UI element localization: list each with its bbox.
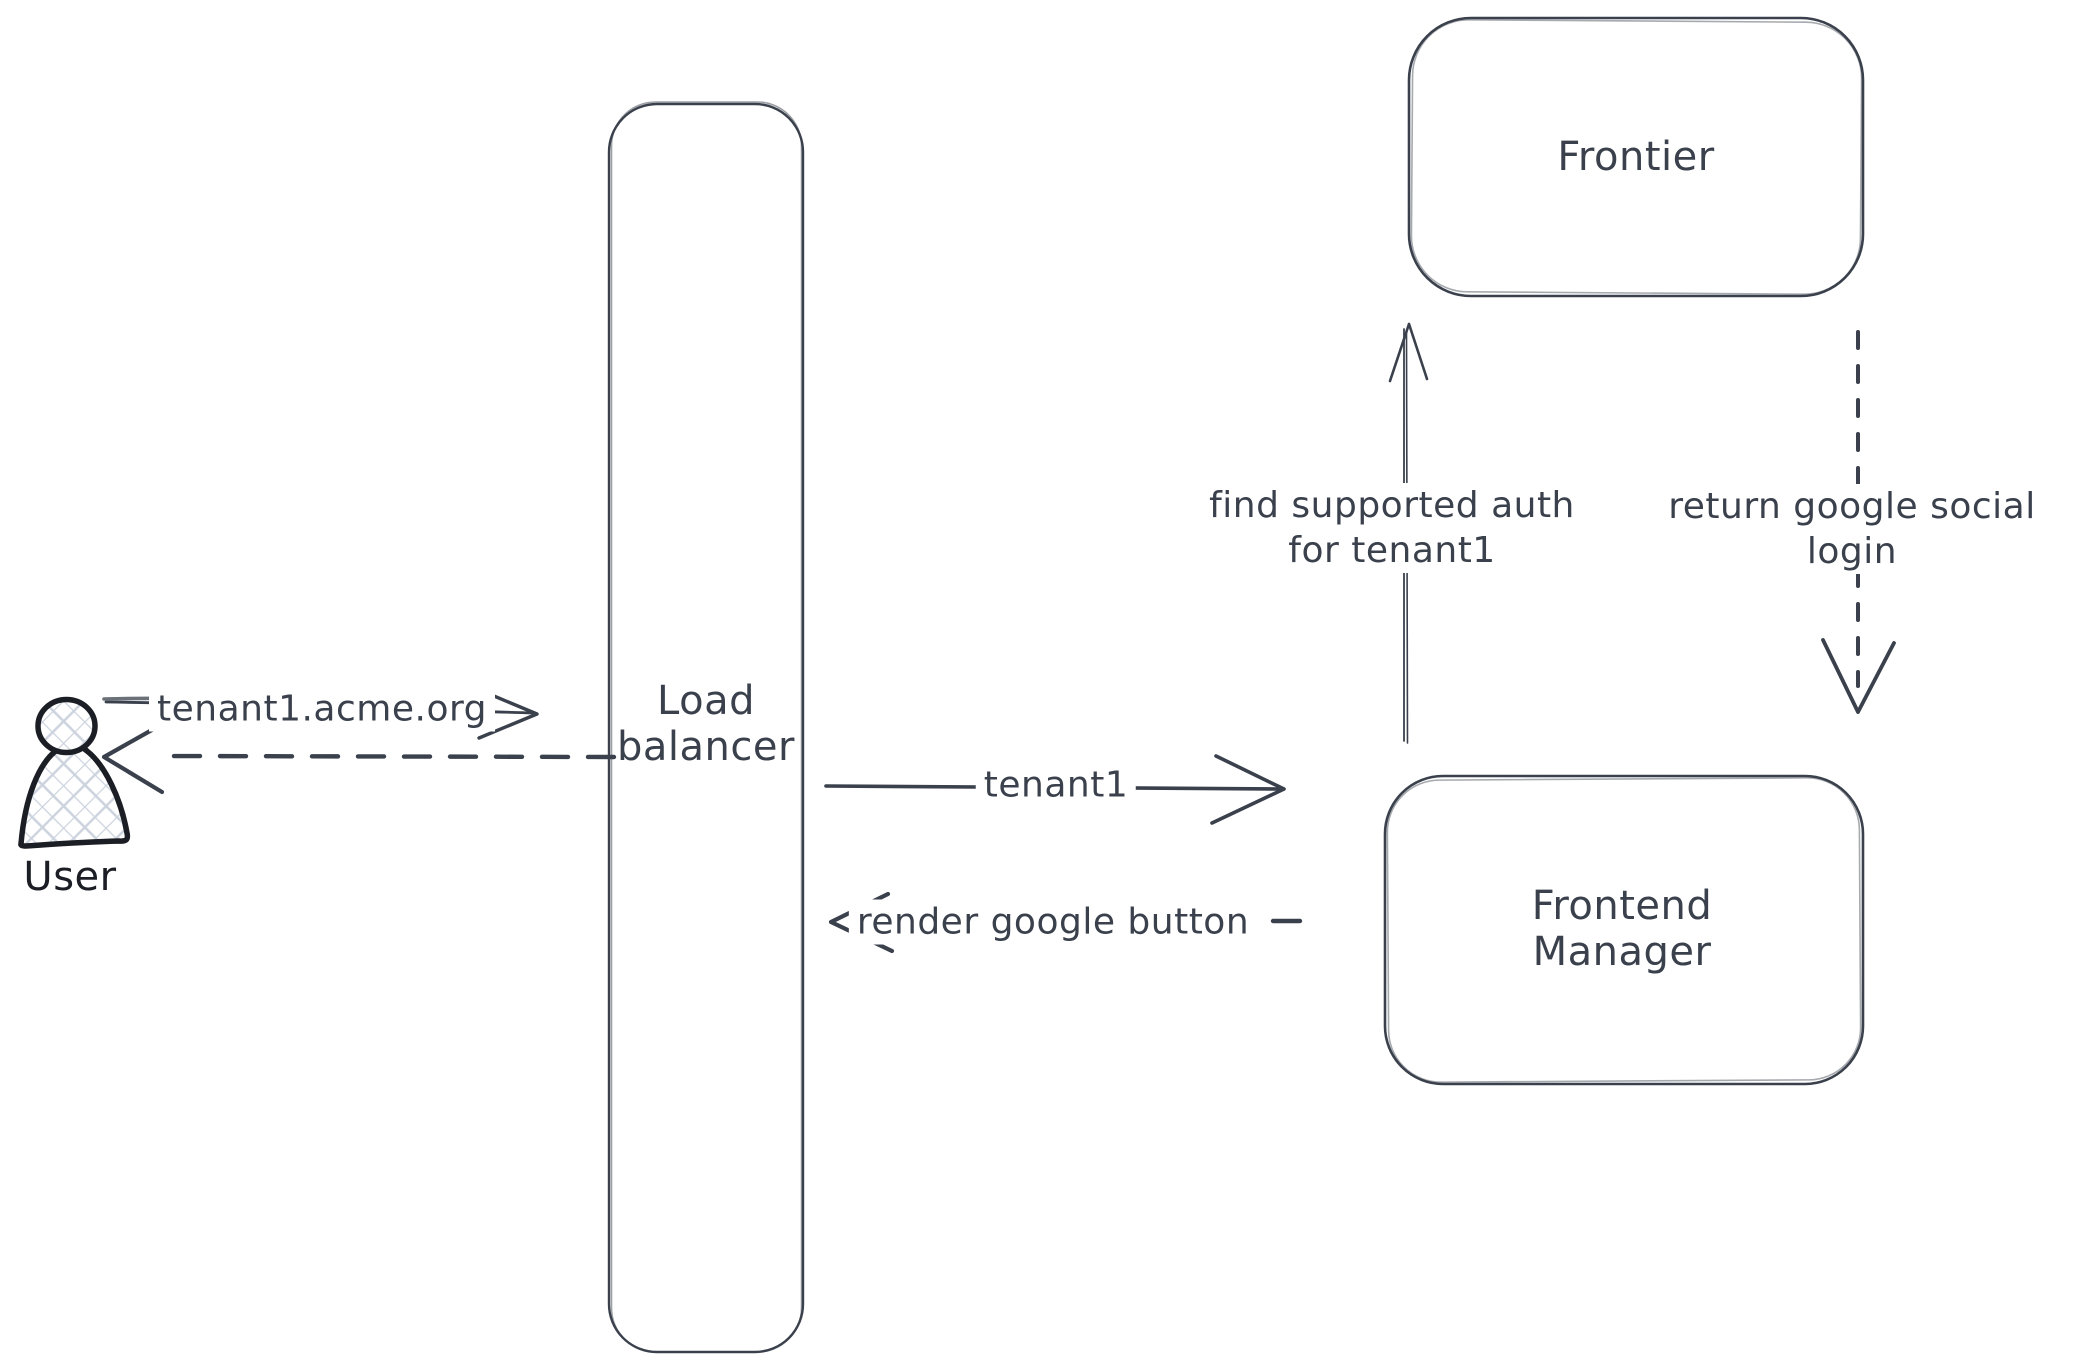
frontend-manager-box-outline [1383, 774, 1865, 1086]
frontier-box-outline [1407, 16, 1865, 298]
load-balancer-label[interactable]: Load balancer [617, 678, 795, 770]
edge-label-render-google-button[interactable]: render google button [848, 899, 1258, 945]
edge-label-return-google-social-login-line1: return google social [1668, 486, 2036, 527]
arrow-load-balancer-to-user[interactable] [101, 719, 617, 795]
frontier-label[interactable]: Frontier [1557, 134, 1715, 180]
frontend-manager-node[interactable] [1383, 774, 1865, 1086]
load-balancer-label-line1: Load [657, 678, 755, 724]
load-balancer-node[interactable] [607, 101, 805, 1354]
user-head [35, 696, 98, 756]
frontend-manager-label-line2: Manager [1532, 929, 1712, 975]
edge-label-tenant1[interactable]: tenant1 [975, 762, 1137, 808]
arrowhead-down [1821, 638, 1896, 714]
edge-label-return-google-social-login-line2: login [1806, 531, 1898, 572]
load-balancer-label-line2: balancer [617, 724, 795, 770]
user-icon[interactable] [18, 696, 131, 849]
frontend-manager-box-overdraw [1386, 777, 1862, 1083]
arrowhead-up [1388, 322, 1429, 383]
edge-label-tenant1-acme-org[interactable]: tenant1.acme.org [149, 686, 495, 732]
frontier-box-overdraw [1410, 19, 1863, 295]
edge-label-find-supported-auth-line1: find supported auth [1209, 485, 1575, 526]
arrowhead-left [101, 719, 169, 795]
edge-label-return-google-social-login[interactable]: return google social login [1660, 484, 2044, 574]
edge-label-find-supported-auth-line2: for tenant1 [1288, 530, 1496, 571]
user-body [18, 742, 131, 849]
frontier-node[interactable] [1407, 16, 1865, 298]
arrow-dashed-line [165, 753, 617, 760]
edge-label-find-supported-auth[interactable]: find supported auth for tenant1 [1201, 483, 1583, 573]
user-label[interactable]: User [23, 854, 117, 900]
load-balancer-box-overdraw [610, 101, 803, 1353]
arrowhead-right [1210, 754, 1286, 825]
frontend-manager-label-line1: Frontend [1531, 883, 1713, 929]
frontend-manager-label[interactable]: Frontend Manager [1532, 883, 1713, 975]
